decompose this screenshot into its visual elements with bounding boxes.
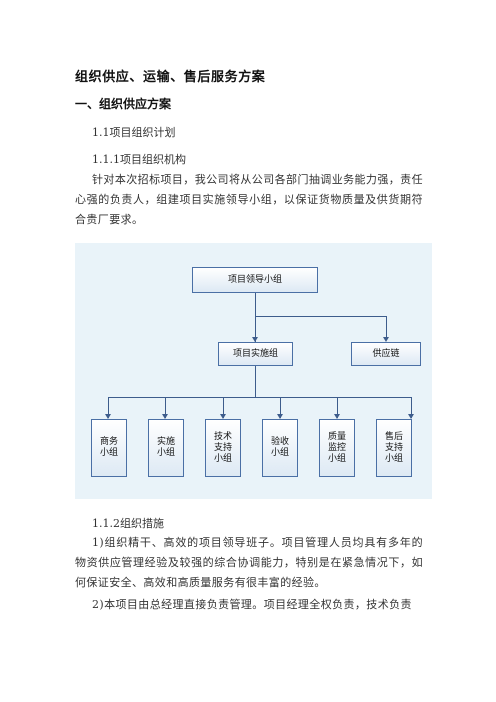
org-chart: 项目领导小组 项目实施组 供应链 商务 小组 实施 小组 技术 支持 小组 验收… bbox=[75, 243, 432, 499]
document-title: 组织供应、运输、售后服务方案 bbox=[75, 70, 266, 85]
arrow-icon bbox=[252, 337, 258, 342]
section-heading: 一、组织供应方案 bbox=[75, 97, 172, 111]
org-group-quality: 质量 监控 小组 bbox=[319, 419, 355, 477]
subheading-organization: 1.1.1项目组织机构 bbox=[92, 153, 186, 166]
connector-drop-5 bbox=[337, 397, 338, 418]
connector-horizontal-bus bbox=[108, 397, 411, 398]
subheading-project-plan: 1.1项目组织计划 bbox=[92, 126, 176, 139]
arrow-icon bbox=[383, 337, 389, 342]
connector-drop-2 bbox=[165, 397, 166, 418]
paragraph-intro: 针对本次招标项目，我公司将从公司各部门抽调业务能力强，责任心强的负责人，组建项目… bbox=[75, 173, 423, 226]
connector-drop-6 bbox=[411, 397, 412, 418]
arrow-icon bbox=[408, 414, 414, 419]
paragraph-measure-1: 1)组织精干、高效的项目领导班子。项目管理人员均具有多年的物资供应管理经验及较强… bbox=[75, 536, 423, 589]
org-group-business: 商务 小组 bbox=[91, 419, 127, 477]
org-group-implementation: 实施 小组 bbox=[148, 419, 184, 477]
org-group-acceptance: 验收 小组 bbox=[262, 419, 298, 477]
org-implementation-box: 项目实施组 bbox=[218, 342, 293, 366]
subheading-measures: 1.1.2组织措施 bbox=[92, 517, 164, 530]
org-group-tech-support: 技术 支持 小组 bbox=[205, 419, 241, 477]
org-supply-box: 供应链 bbox=[351, 342, 421, 366]
connector-top-vertical bbox=[255, 293, 256, 342]
arrow-icon bbox=[105, 414, 111, 419]
arrow-icon bbox=[220, 414, 226, 419]
paragraph-measure-2: 2)本项目由总经理直接负责管理。项目经理全权负责，技术负责 bbox=[92, 598, 412, 611]
org-top-box: 项目领导小组 bbox=[192, 267, 318, 293]
connector-drop-1 bbox=[108, 397, 109, 418]
connector-mid-vertical bbox=[255, 366, 256, 397]
connector-drop-4 bbox=[280, 397, 281, 418]
connector-drop-3 bbox=[223, 397, 224, 418]
arrow-icon bbox=[162, 414, 168, 419]
connector-branch-right bbox=[255, 316, 386, 317]
connector-right-vertical bbox=[386, 316, 387, 338]
arrow-icon bbox=[277, 414, 283, 419]
arrow-icon bbox=[334, 414, 340, 419]
org-group-after-sales: 售后 支持 小组 bbox=[376, 419, 412, 477]
